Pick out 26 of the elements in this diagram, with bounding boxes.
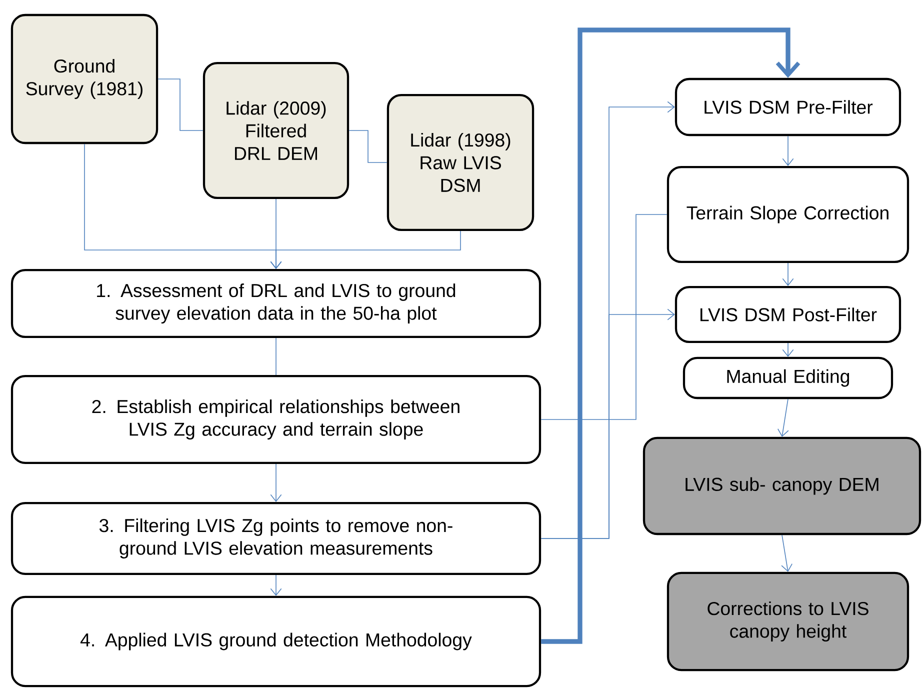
connector <box>270 230 461 269</box>
connector <box>540 214 668 420</box>
process-box: Terrain Slope Correction <box>666 166 910 264</box>
process-box: LVIS DSM Pre-Filter <box>674 78 902 136</box>
connector <box>782 262 794 286</box>
source-box: Lidar (1998) Raw LVIS DSM <box>386 94 534 232</box>
connector <box>781 534 792 572</box>
source-box: Ground Survey (1981) <box>10 14 158 144</box>
connector <box>270 464 282 502</box>
result-box: Corrections to LVIS canopy height <box>666 572 910 672</box>
connector <box>158 78 204 131</box>
process-box: LVIS DSM Post-Filter <box>674 286 902 344</box>
connector <box>348 130 388 163</box>
source-box: Lidar (2009) Filtered DRL DEM <box>202 62 350 200</box>
connector <box>541 28 800 644</box>
step-box: 1. Assessment of DRL and LVIS to ground survey elevation data in the 50-ha plot <box>10 268 542 338</box>
step-box: 3. Filtering LVIS Zg points to remove non-ground LVIS elevation measurements <box>10 502 542 576</box>
connector <box>270 574 282 596</box>
step-box: 4. Applied LVIS ground detection Methodology <box>10 596 542 688</box>
connector <box>782 342 794 357</box>
connector <box>782 136 794 166</box>
process-box: Manual Editing <box>682 356 894 400</box>
result-box: LVIS sub- canopy DEM <box>642 436 922 536</box>
connector <box>777 398 789 437</box>
connector <box>540 308 675 539</box>
step-box: 2. Establish empirical relationships between LVIS Zg accuracy and terrain slope <box>10 374 542 464</box>
